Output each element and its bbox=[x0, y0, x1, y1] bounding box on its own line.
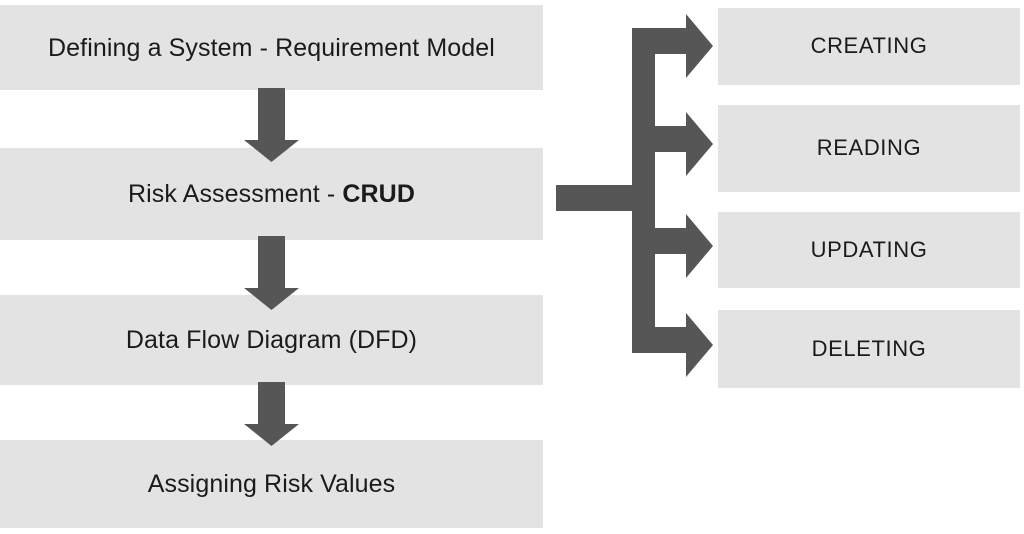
flow-step-label-2-prefix: Risk Assessment - bbox=[128, 180, 343, 208]
branch-arrow-icon-creating bbox=[632, 14, 713, 78]
crud-operation-label-deleting: DELETING bbox=[811, 335, 927, 361]
branch-stem bbox=[556, 185, 636, 211]
branch-spine bbox=[632, 28, 655, 353]
flow-step-label-4: Assigning Risk Values bbox=[147, 470, 396, 498]
flow-step-box-2: Risk Assessment - CRUD bbox=[0, 148, 543, 240]
crud-operation-label-creating: CREATING bbox=[810, 33, 928, 59]
branch-arrow-icon-reading bbox=[650, 112, 713, 176]
branch-arrow-icon-updating bbox=[650, 214, 713, 278]
crud-operation-label-reading: READING bbox=[816, 135, 922, 161]
flow-step-label-3: Data Flow Diagram (DFD) bbox=[125, 326, 418, 354]
branch-arrow-icon-deleting bbox=[632, 313, 713, 377]
down-arrow-icon-3 bbox=[244, 382, 299, 446]
crud-operation-box-creating: CREATING bbox=[718, 8, 1020, 85]
crud-operation-box-deleting: DELETING bbox=[718, 310, 1020, 388]
flow-step-label-2: Risk Assessment - CRUD bbox=[128, 179, 415, 209]
flow-step-box-1: Defining a System - Requirement Model bbox=[0, 5, 543, 90]
flow-step-label-1: Defining a System - Requirement Model bbox=[48, 33, 495, 62]
flow-step-box-3: Data Flow Diagram (DFD) bbox=[0, 295, 543, 385]
crud-operation-box-updating: UPDATING bbox=[718, 212, 1020, 288]
flow-step-box-4: Assigning Risk Values bbox=[0, 440, 543, 528]
crud-operation-box-reading: READING bbox=[718, 105, 1020, 192]
crud-operation-label-updating: UPDATING bbox=[810, 236, 928, 262]
flow-step-label-2-emphasis: CRUD bbox=[342, 180, 415, 208]
